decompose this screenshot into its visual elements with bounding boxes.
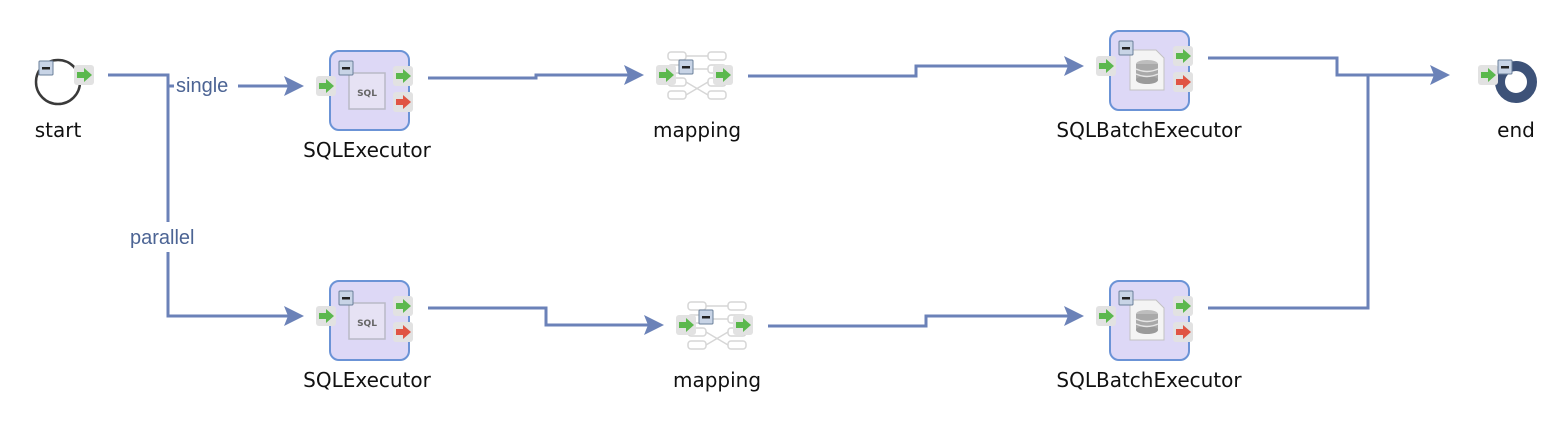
input-port-icon[interactable] xyxy=(1096,56,1116,76)
success-port-icon[interactable] xyxy=(1173,46,1193,66)
node-label: mapping xyxy=(653,118,741,142)
node-sql-batch-executor[interactable]: SQLBatchExecutor xyxy=(1056,280,1242,392)
input-port-icon[interactable] xyxy=(676,315,696,335)
node-label: end xyxy=(1497,118,1535,142)
error-port-icon[interactable] xyxy=(1173,72,1193,92)
node-end[interactable]: end xyxy=(1478,59,1537,142)
output-port-icon[interactable] xyxy=(733,315,753,335)
edge-map1-to-batch1[interactable] xyxy=(748,56,1084,78)
sql-icon-text: SQL xyxy=(357,89,377,99)
collapse-icon[interactable] xyxy=(1118,40,1134,56)
edge-map2-to-batch2[interactable] xyxy=(768,306,1084,328)
collapse-icon[interactable] xyxy=(38,60,54,76)
end-event-icon xyxy=(1495,61,1537,103)
node-sql-executor[interactable]: SQL SQLExecutor xyxy=(303,50,432,162)
node-sql-batch-executor[interactable]: SQLBatchExecutor xyxy=(1056,30,1242,142)
node-label: SQLExecutor xyxy=(303,138,431,162)
input-port-icon[interactable] xyxy=(316,76,336,96)
edge-label-parallel[interactable]: parallel xyxy=(130,227,194,249)
node-mapping[interactable]: mapping xyxy=(653,51,741,142)
input-port-icon[interactable] xyxy=(656,65,676,85)
node-label: SQLBatchExecutor xyxy=(1056,368,1242,392)
sql-icon-text: SQL xyxy=(357,319,377,329)
node-label: mapping xyxy=(673,368,761,392)
edges: single parallel xyxy=(108,56,1450,335)
input-port-icon[interactable] xyxy=(316,306,336,326)
node-mapping[interactable]: mapping xyxy=(673,301,761,392)
database-icon xyxy=(1129,299,1165,341)
collapse-icon[interactable] xyxy=(698,309,714,325)
output-port-icon[interactable] xyxy=(74,65,94,85)
edge-start-to-sql2[interactable] xyxy=(166,75,304,326)
collapse-icon[interactable] xyxy=(678,59,694,75)
collapse-icon[interactable] xyxy=(338,60,354,76)
error-port-icon[interactable] xyxy=(1173,322,1193,342)
edge-label-bg xyxy=(126,222,210,252)
database-icon xyxy=(1129,49,1165,91)
collapse-icon[interactable] xyxy=(1118,290,1134,306)
input-port-icon[interactable] xyxy=(1478,65,1498,85)
edge-sql2-to-map2[interactable] xyxy=(428,306,664,335)
edge-sql1-to-map1[interactable] xyxy=(428,65,644,85)
success-port-icon[interactable] xyxy=(1173,296,1193,316)
error-port-icon[interactable] xyxy=(393,92,413,112)
node-label: SQLBatchExecutor xyxy=(1056,118,1242,142)
error-port-icon[interactable] xyxy=(393,322,413,342)
node-label: SQLExecutor xyxy=(303,368,431,392)
edge-label-bg xyxy=(174,72,238,98)
node-label: start xyxy=(35,118,82,142)
collapse-icon[interactable] xyxy=(338,290,354,306)
success-port-icon[interactable] xyxy=(393,296,413,316)
input-port-icon[interactable] xyxy=(1096,306,1116,326)
edge-batch1-to-end[interactable] xyxy=(1208,56,1450,85)
node-sql-executor[interactable]: SQL SQLExecutor xyxy=(303,280,432,392)
output-port-icon[interactable] xyxy=(713,65,733,85)
success-port-icon[interactable] xyxy=(393,66,413,86)
edge-label-single[interactable]: single xyxy=(176,75,228,97)
node-start[interactable]: start xyxy=(35,58,94,142)
edge-batch2-to-end[interactable] xyxy=(1208,75,1370,310)
collapse-icon[interactable] xyxy=(1497,59,1513,75)
